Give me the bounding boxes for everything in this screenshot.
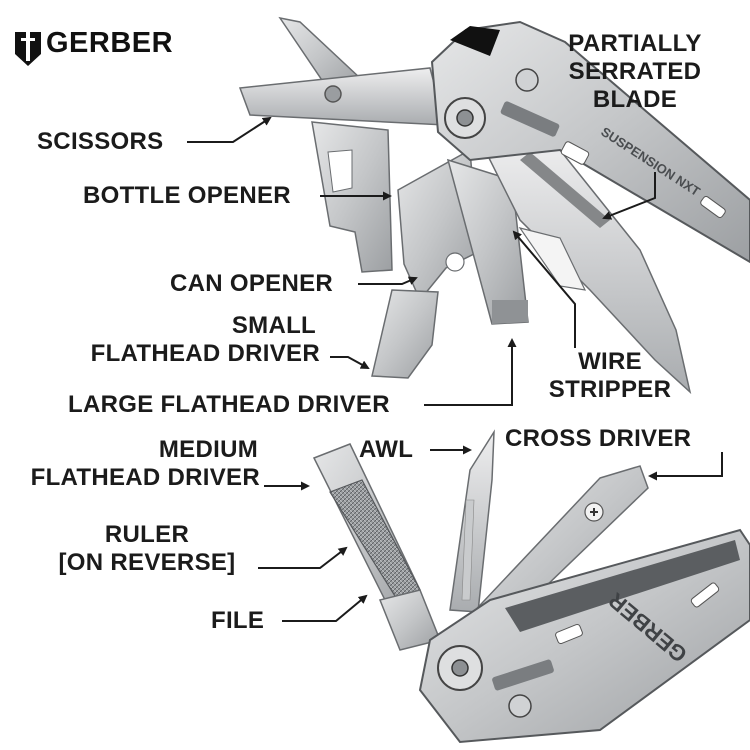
gerber-shield-icon <box>15 25 41 66</box>
arrow-small-flathead <box>330 356 370 369</box>
label-file: FILE <box>211 607 265 634</box>
arrow-wire-stripper <box>512 230 576 348</box>
label-medium-flathead-driver: MEDIUM FLATHEAD DRIVER <box>30 436 260 491</box>
arrow-scissors <box>187 116 272 143</box>
label-scissors: SCISSORS <box>37 128 164 155</box>
label-awl: AWL <box>359 436 414 463</box>
label-serrated-blade: PARTIALLY SERRATED BLADE <box>568 30 702 113</box>
arrow-cross-driver <box>648 452 723 481</box>
arrow-file <box>282 594 368 622</box>
small-flathead-driver <box>371 289 439 379</box>
scissors-handle <box>238 67 446 126</box>
arrow-can-opener <box>358 276 418 285</box>
label-can-opener: CAN OPENER <box>170 270 334 297</box>
arrow-large-flathead <box>424 338 517 406</box>
label-small-flathead-driver: SMALL FLATHEAD DRIVER <box>90 312 320 367</box>
arrow-serrated-blade <box>602 172 656 220</box>
arrow-ruler <box>258 546 348 569</box>
label-wire-stripper: WIRE STRIPPER <box>548 348 672 403</box>
label-ruler: RULER [ON REVERSE] <box>58 521 236 576</box>
top-handle <box>430 20 750 264</box>
label-large-flathead-driver: LARGE FLATHEAD DRIVER <box>68 391 390 418</box>
logo-text: GERBER <box>46 27 174 59</box>
gerber-logo: GERBER <box>12 24 192 84</box>
wire-stripper <box>518 227 587 291</box>
label-cross-driver: CROSS DRIVER <box>505 425 692 452</box>
label-bottle-opener: BOTTLE OPENER <box>83 182 291 209</box>
